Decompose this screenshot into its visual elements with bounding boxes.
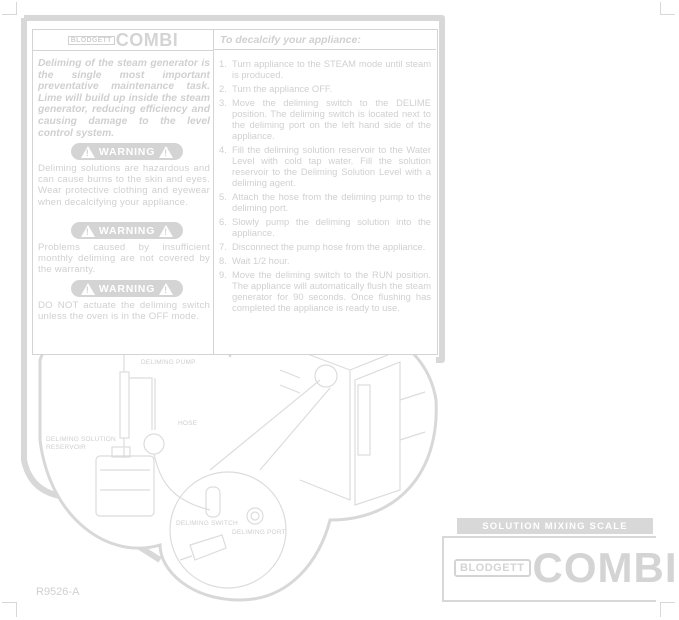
warning-label: WARNING [98,224,156,237]
brand-combi-large: COMBI [532,544,678,591]
brand-combi: COMBI [115,30,179,50]
warning-triangle-icon [80,224,95,237]
list-item: 5.Attach the hose from the deliming pump… [219,191,431,213]
list-item: 1.Turn appliance to the STEAM mode until… [219,58,431,80]
label-deliming-switch: DELIMING SWITCH [176,520,238,527]
warning-label: WARNING [98,145,156,158]
warning-badge-3: WARNING [71,280,183,297]
warning-text-2: Problems caused by insufficient monthly … [38,242,210,276]
warning-badge-2: WARNING [71,222,183,239]
label-reservoir-line1: DELIMING SOLUTION [46,436,116,443]
crop-mark-bottom-left [2,602,17,617]
intro-text: Deliming of the steam generator is the s… [38,58,210,139]
warning-triangle-icon [80,145,95,158]
list-item: 4.Fill the deliming solution reservoir t… [219,144,431,188]
list-item: 6.Slowly pump the deliming solution into… [219,216,431,238]
column-divider [213,50,214,354]
crop-mark-top-right [660,2,675,15]
label-deliming-pump: DELIMING PUMP [141,359,196,366]
crop-mark-bottom-right [660,602,675,617]
list-item: 2.Turn the appliance OFF. [219,83,333,94]
warning-text-1: Deliming solutions are hazardous and can… [38,163,210,208]
brand-header: BLODGETT COMBI [33,30,214,51]
warning-triangle-icon [159,282,174,295]
brand-logo-small: BLODGETT COMBI [67,30,179,50]
solution-mixing-scale-title: SOLUTION MIXING SCALE [457,518,653,534]
warning-badge-1: WARNING [71,143,183,160]
list-item: 3.Move the deliming switch to the DELIME… [219,97,431,141]
warning-triangle-icon [159,224,174,237]
list-item: 8.Wait 1/2 hour. [219,255,290,266]
solution-mixing-scale-box [442,536,656,602]
warning-triangle-icon [80,282,95,295]
list-item: 9.Move the deliming switch to the RUN po… [219,269,431,313]
instructions-heading: To decalcify your appliance: [214,30,436,50]
brand-blodgett: BLODGETT [67,35,115,45]
list-item: 7.Disconnect the pump hose from the appl… [219,241,426,252]
brand-logo-large: BLODGETT COMBI [454,544,678,591]
document-number: R9526-A [36,586,80,598]
crop-mark-top-left [2,2,17,15]
step-list: 1.Turn appliance to the STEAM mode until… [219,58,431,316]
label-hose: HOSE [178,420,198,427]
label-deliming-port: DELIMING PORT [232,529,286,536]
warning-label: WARNING [98,282,156,295]
label-reservoir-line2: RESERVOIR [46,444,86,451]
instruction-panel: BLODGETT COMBI To decalcify your applian… [32,29,438,355]
brand-blodgett-large: BLODGETT [454,559,531,577]
warning-triangle-icon [159,145,174,158]
warning-text-3: DO NOT actuate the deliming switch unles… [38,300,210,323]
